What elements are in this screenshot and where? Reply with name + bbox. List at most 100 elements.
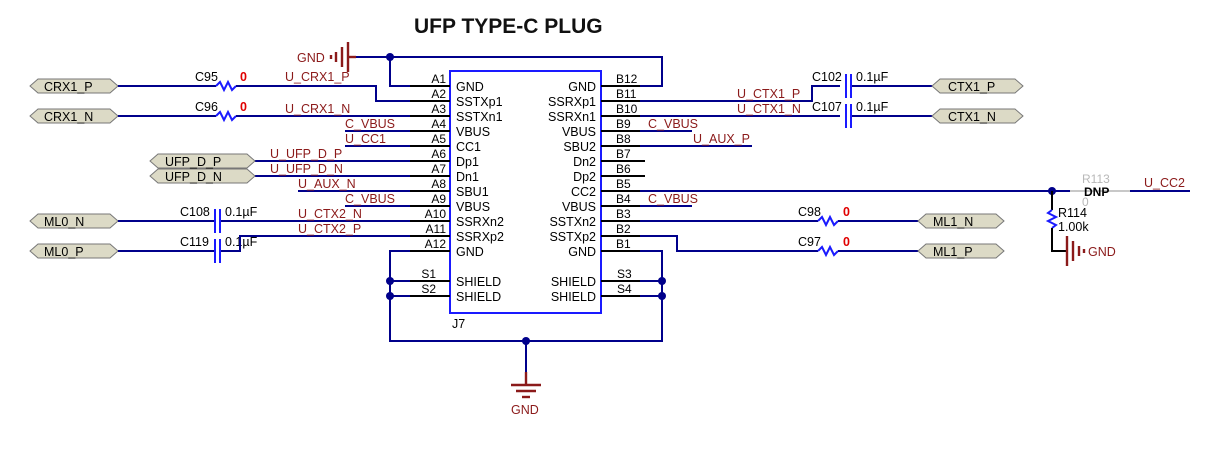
pin-name: SSRXp2: [456, 230, 504, 244]
resistor-c96[interactable]: [215, 109, 237, 123]
net-label: U_CC1: [345, 132, 386, 146]
pin-name: VBUS: [562, 200, 596, 214]
net-label: C_VBUS: [345, 192, 395, 206]
net-label: U_CTX1_N: [737, 102, 801, 116]
pin-name: SSTXp1: [456, 95, 503, 109]
resistor-c95[interactable]: [215, 79, 237, 93]
pin-name: SHIELD: [456, 275, 501, 289]
capacitor-c119[interactable]: [214, 239, 221, 263]
wire-gnd-a1: [389, 57, 410, 87]
pin-number: A2: [431, 87, 446, 101]
c107-ref: C107: [812, 100, 842, 114]
port-ml1-n[interactable]: [917, 213, 1005, 229]
pin-number: B5: [616, 177, 631, 191]
pin-number: A11: [426, 222, 447, 236]
capacitor-c102[interactable]: [845, 74, 852, 98]
pin-number: B12: [616, 72, 638, 86]
c97-value: 0: [843, 235, 850, 249]
pin-number: A1: [431, 72, 446, 86]
pin-number: A7: [431, 162, 446, 176]
resistor-r114[interactable]: [1045, 209, 1059, 229]
net-u-crx1-p: U_CRX1_P: [285, 70, 350, 84]
net-label: U_AUX_N: [298, 177, 356, 191]
net-label: U_CTX2_P: [298, 222, 361, 236]
pin-number: B2: [616, 222, 631, 236]
wire-gnd-top: [356, 56, 663, 87]
pin-name: SBU2: [563, 140, 596, 154]
port-ml0-p-label: ML0_P: [44, 245, 84, 259]
c119-value: 0.1µF: [225, 235, 258, 249]
gnd-symbol-r114: GND: [1065, 236, 1116, 266]
port-ml1-p-label: ML1_P: [933, 245, 973, 259]
c95-value: 0: [240, 70, 247, 84]
pin-number: A10: [425, 207, 447, 221]
net-label: U_UFP_D_P: [270, 147, 342, 161]
port-ufp-d-p[interactable]: [149, 153, 256, 169]
c96-value: 0: [240, 100, 247, 114]
pin-name: SSRXn2: [456, 215, 504, 229]
c107-value: 0.1µF: [856, 100, 889, 114]
net-label: C_VBUS: [648, 192, 698, 206]
capacitor-c108[interactable]: [214, 209, 221, 233]
r113-value: 0: [1082, 195, 1089, 209]
pin-number: S2: [421, 282, 436, 296]
net-label: U_CTX2_N: [298, 207, 362, 221]
net-label: C_VBUS: [648, 117, 698, 131]
pin-name: SBU1: [456, 185, 489, 199]
port-ml0-n-label: ML0_N: [44, 215, 84, 229]
port-ctx1-n-label: CTX1_N: [948, 110, 996, 124]
c95-ref: C95: [195, 70, 218, 84]
pin-name: SHIELD: [551, 290, 596, 304]
pin-name: GND: [456, 245, 484, 259]
port-ufp-d-n[interactable]: [149, 168, 256, 184]
r114-ref: R114: [1058, 206, 1087, 220]
resistor-c97[interactable]: [817, 244, 839, 258]
pin-number: S3: [617, 267, 632, 281]
pin-name: VBUS: [562, 125, 596, 139]
c108-ref: C108: [180, 205, 210, 219]
pin-name: Dn2: [573, 155, 596, 169]
net-labels-group: U_CRX1_NC_VBUSU_CC1U_UFP_D_PU_UFP_D_NU_A…: [270, 87, 801, 236]
pin-number: B4: [616, 192, 631, 206]
c102-value: 0.1µF: [856, 70, 889, 84]
gnd-symbol-bottom: GND: [511, 372, 541, 417]
pin-number: B9: [616, 117, 631, 131]
pin-name: GND: [456, 80, 484, 94]
pin-number: A3: [431, 102, 446, 116]
port-ctx1-p-label: CTX1_P: [948, 80, 995, 94]
pin-name: SHIELD: [456, 290, 501, 304]
port-ctx1-n[interactable]: [931, 108, 1024, 124]
pin-number: B1: [616, 237, 631, 251]
pin-name: SSTXn1: [456, 110, 503, 124]
wire-u-crx1-p: [236, 85, 410, 102]
junction: [658, 292, 666, 300]
pin-name: GND: [568, 245, 596, 259]
port-ufp-d-n-label: UFP_D_N: [165, 170, 222, 184]
port-ctx1-p[interactable]: [931, 78, 1024, 94]
gnd-label-bottom: GND: [511, 403, 539, 417]
pin-name: Dp1: [456, 155, 479, 169]
pin-name: SSRXp1: [548, 95, 596, 109]
gnd-label-r114: GND: [1088, 245, 1116, 259]
pin-number: A5: [431, 132, 446, 146]
net-label: U_UFP_D_N: [270, 162, 343, 176]
pin-number: A4: [431, 117, 446, 131]
pin-name: SHIELD: [551, 275, 596, 289]
connector-ref: J7: [452, 317, 465, 331]
pin-number: A9: [431, 192, 446, 206]
pin-number: B6: [616, 162, 631, 176]
capacitor-c107[interactable]: [845, 104, 852, 128]
pin-number: B8: [616, 132, 631, 146]
pin-number: A8: [431, 177, 446, 191]
net-label: U_CTX1_P: [737, 87, 800, 101]
c98-ref: C98: [798, 205, 821, 219]
r113-ref: R113: [1082, 172, 1110, 186]
net-u-cc2: U_CC2: [1144, 176, 1185, 190]
port-ml1-p[interactable]: [917, 243, 1005, 259]
r114-value: 1.00k: [1058, 220, 1089, 234]
pin-name: VBUS: [456, 200, 490, 214]
resistor-c98[interactable]: [817, 214, 839, 228]
pin-name: SSTXn2: [549, 215, 596, 229]
pin-number: B3: [616, 207, 631, 221]
